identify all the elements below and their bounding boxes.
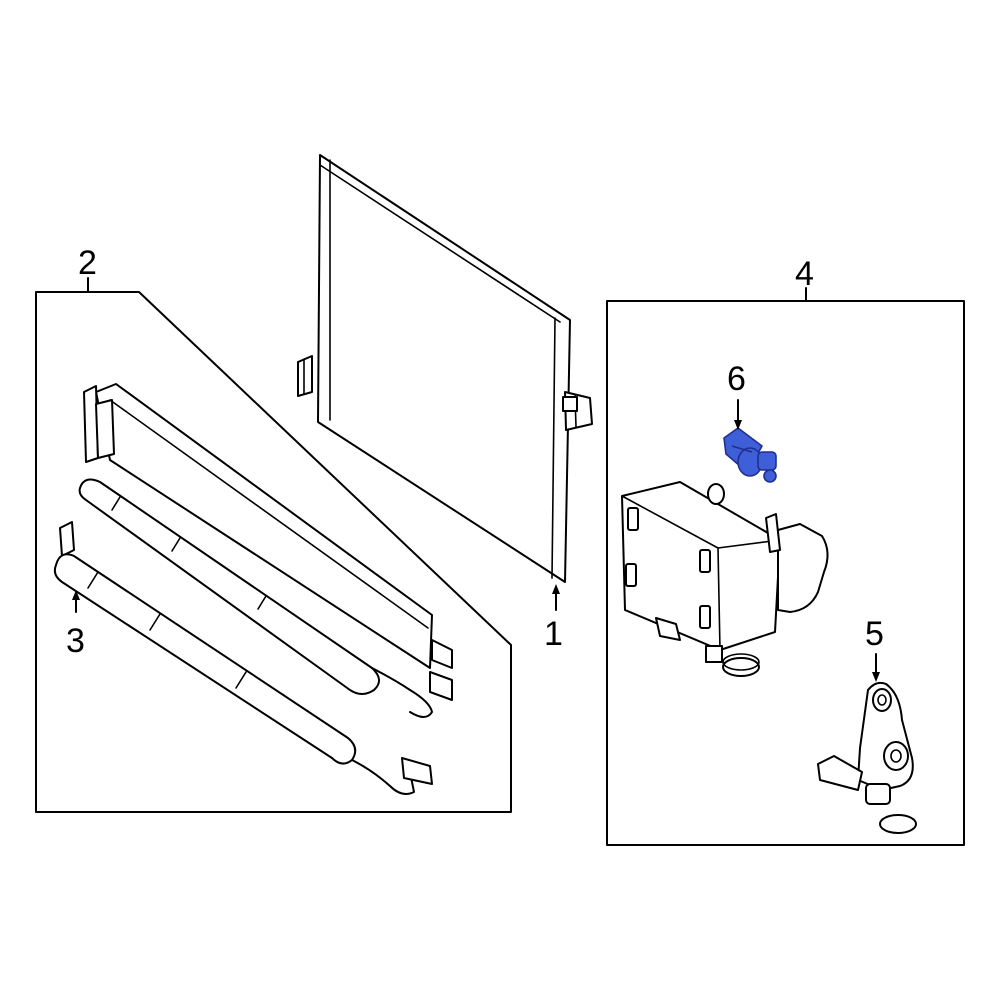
callout-1: 1 [544, 584, 563, 653]
condenser-part-1[interactable] [297, 154, 593, 583]
callout-4-label: 4 [795, 255, 814, 293]
group-box-4: 4 [606, 255, 965, 846]
callout-5: 5 [865, 615, 884, 682]
sensor-part-6[interactable] [723, 427, 777, 483]
cooler-line-part-3[interactable] [53, 521, 433, 795]
callout-6: 6 [727, 360, 746, 430]
callout-1-label: 1 [544, 615, 563, 653]
callout-3: 3 [66, 590, 85, 660]
callout-5-label: 5 [865, 615, 884, 653]
oil-cooler-part-4[interactable] [621, 481, 829, 677]
callout-6-label: 6 [727, 360, 746, 398]
transmission-cooler-part-2[interactable] [78, 383, 453, 718]
callout-3-label: 3 [66, 622, 85, 660]
callout-2-label: 2 [78, 244, 97, 282]
bracket-part-5[interactable] [817, 681, 917, 834]
group-box-2: 2 [35, 244, 512, 813]
